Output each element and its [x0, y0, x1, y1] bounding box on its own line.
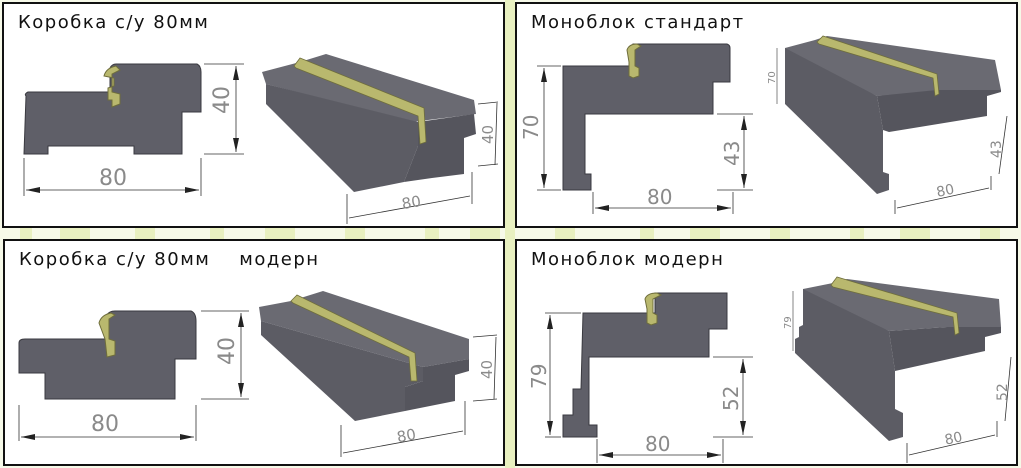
profile-iso-front: [262, 72, 418, 192]
panel-monoblock-standard: Моноблок стандарт 70 80 43 70 80 43: [515, 2, 1018, 228]
profile-iso-front: [259, 307, 423, 421]
dim-width: 80: [99, 166, 127, 191]
iso-dim-height: 40: [478, 360, 496, 379]
seal-section: [98, 312, 116, 358]
dim-width: 80: [647, 185, 672, 209]
panel-title: Моноблок модерн: [531, 249, 725, 270]
monoblock-modern-drawing: 79 80 52 79 80 52: [527, 276, 1012, 463]
profile-section: [23, 63, 202, 155]
dim-inner-height: 52: [719, 386, 743, 411]
dim-width: 80: [91, 412, 119, 437]
iso-dim-inner-height: 43: [989, 140, 1005, 158]
panel-box-80: Коробка с/у 80мм 80 40 80 40: [2, 2, 505, 228]
seal-section: [626, 43, 642, 79]
box-80-modern-drawing: 80 40 80 40: [18, 291, 498, 457]
seal-iso: [816, 35, 940, 97]
dim-inner-height: 43: [720, 141, 744, 166]
profile-iso-front: [785, 48, 889, 194]
dim-total-height: 79: [527, 364, 551, 389]
iso-dim-height: 40: [479, 125, 497, 144]
iso-dim-total-height: 79: [783, 316, 794, 329]
dim-height: 40: [210, 86, 235, 114]
profile-iso-front: [795, 289, 903, 441]
panel-box-80-modern: Коробка с/у 80мм модерн 80 40 80 40: [3, 239, 505, 466]
seal-section: [103, 65, 121, 108]
panel-title: Коробка с/у 80мм: [18, 12, 210, 33]
iso-dim-inner-height: 52: [995, 383, 1011, 401]
iso-dim-width: 80: [935, 182, 956, 201]
dim-width: 80: [645, 432, 670, 456]
iso-dim-width: 80: [395, 425, 417, 446]
seal-section: [644, 292, 663, 326]
iso-dim-width: 80: [400, 192, 422, 213]
panel-monoblock-modern: Моноблок модерн 79 80 52 79 80 52: [515, 239, 1018, 466]
seal-iso: [290, 294, 418, 382]
iso-dim-total-height: 70: [767, 71, 778, 84]
box-80-drawing: 80 40 80 40: [23, 54, 499, 224]
seal-iso: [830, 276, 960, 336]
iso-dim-width: 80: [943, 429, 964, 448]
seal-iso: [293, 57, 427, 145]
profile-section: [562, 43, 731, 191]
dim-total-height: 70: [519, 115, 543, 140]
profile-section: [562, 292, 728, 438]
panel-title: Коробка с/у 80мм модерн: [19, 249, 320, 270]
dim-height: 40: [215, 337, 240, 365]
monoblock-standard-drawing: 70 80 43 70 80 43: [519, 35, 1008, 214]
panel-title: Моноблок стандарт: [531, 12, 745, 33]
